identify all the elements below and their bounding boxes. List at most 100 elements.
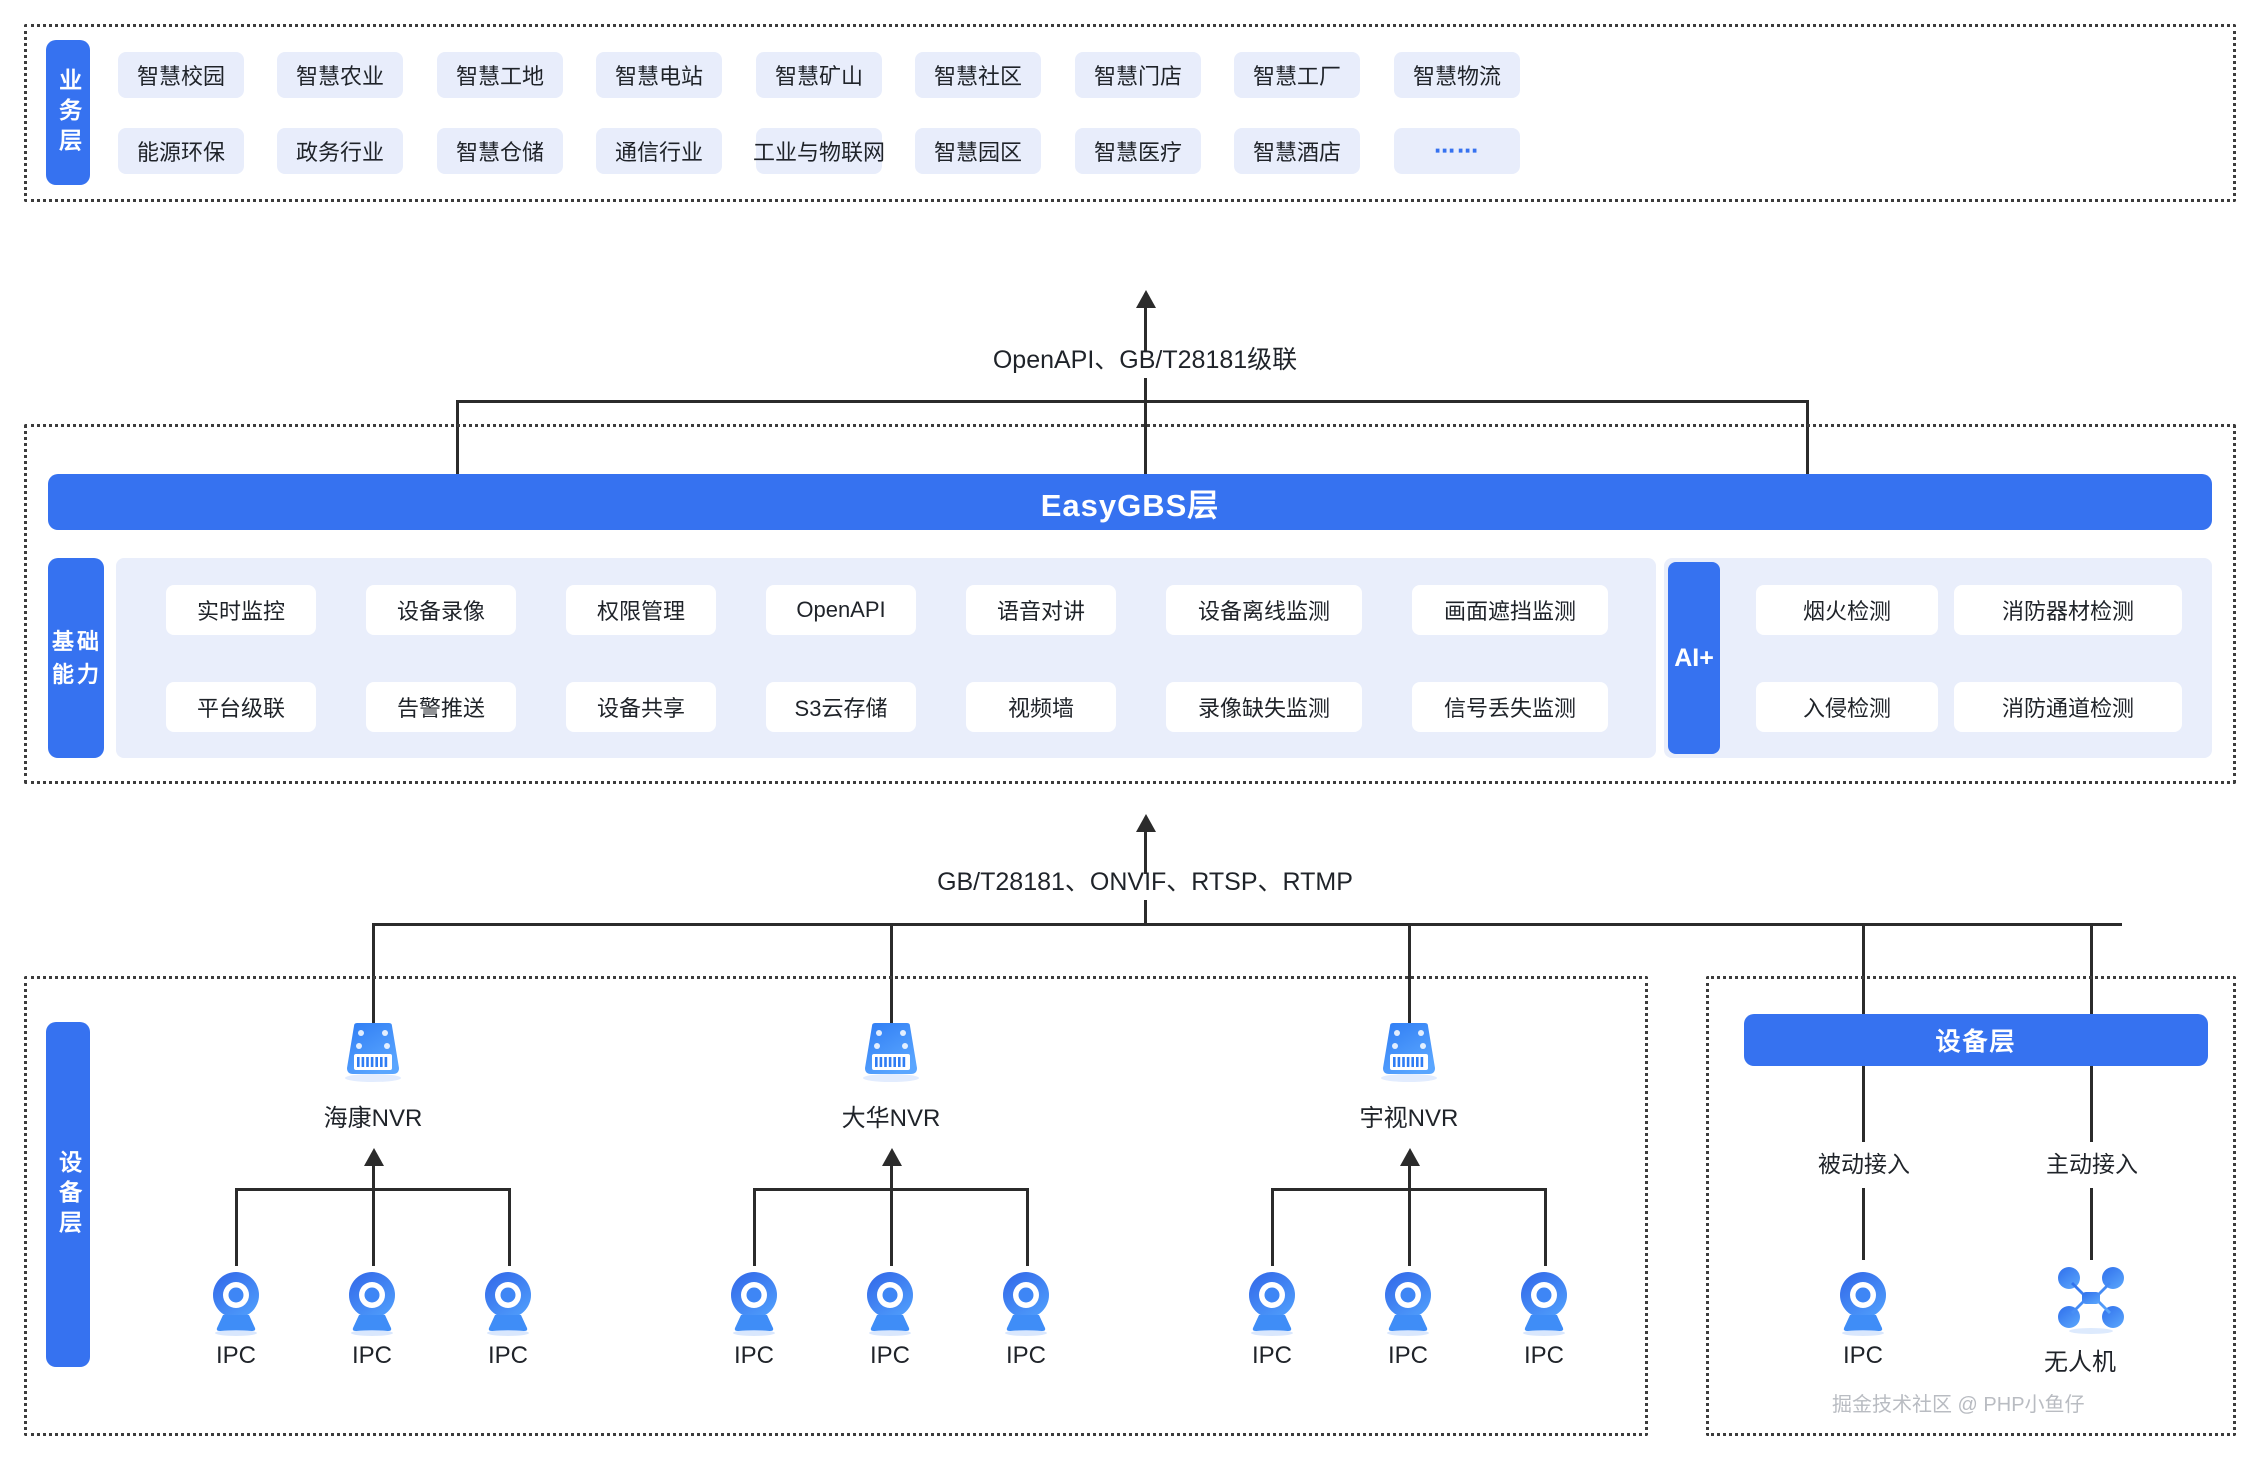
connector-line bbox=[753, 1188, 756, 1266]
nvr-icon bbox=[1364, 1020, 1454, 1095]
capability-chip[interactable]: 设备共享 bbox=[566, 682, 716, 732]
camera-icon bbox=[717, 1265, 791, 1344]
business-chip[interactable]: 智慧园区 bbox=[915, 128, 1041, 174]
capability-chip-label: 信号丢失监测 bbox=[1443, 696, 1576, 721]
connector-line bbox=[508, 1188, 511, 1266]
capability-chip[interactable]: 信号丢失监测 bbox=[1412, 682, 1608, 732]
capability-chip-label: 画面遮挡监测 bbox=[1443, 599, 1576, 624]
business-chip[interactable]: 通信行业 bbox=[596, 128, 722, 174]
capability-chip[interactable]: 平台级联 bbox=[166, 682, 316, 732]
capability-chip[interactable]: 设备离线监测 bbox=[1166, 585, 1362, 635]
watermark: 掘金技术社区 @ PHP小鱼仔 bbox=[1832, 1394, 2085, 1416]
business-chip[interactable]: 能源环保 bbox=[118, 128, 244, 174]
device-label: IPC bbox=[1005, 1342, 1046, 1369]
connector-bottom-label: GB/T28181、ONVIF、RTSP、RTMP bbox=[937, 868, 1353, 896]
ai-plus-bar[interactable]: AI+ bbox=[1668, 562, 1720, 754]
connector-line bbox=[1144, 900, 1147, 925]
nvr-icon bbox=[846, 1020, 936, 1095]
device-layer-right-bar[interactable]: 设备层 bbox=[1744, 1014, 2208, 1066]
access-mode-label: 主动接入 bbox=[2046, 1151, 2138, 1177]
camera-icon bbox=[199, 1265, 273, 1344]
connector-top-label: OpenAPI、GB/T28181级联 bbox=[992, 346, 1298, 374]
ai-capability-chip-label: 烟火检测 bbox=[1802, 599, 1891, 624]
connector-line bbox=[1144, 300, 1147, 352]
business-chip-label: 智慧校园 bbox=[136, 64, 225, 89]
business-chip[interactable]: 智慧医疗 bbox=[1075, 128, 1201, 174]
easygbs-layer-bar[interactable]: EasyGBS层 bbox=[48, 474, 2212, 530]
camera-icon bbox=[1371, 1265, 1445, 1344]
ai-capability-chip[interactable]: 消防通道检测 bbox=[1954, 682, 2182, 732]
business-chip-label: 智慧农业 bbox=[295, 64, 384, 89]
ai-capability-chip[interactable]: 消防器材检测 bbox=[1954, 585, 2182, 635]
business-chip[interactable]: 智慧电站 bbox=[596, 52, 722, 98]
connector-line bbox=[2090, 1066, 2093, 1142]
ai-capability-chip-label: 入侵检测 bbox=[1802, 696, 1891, 721]
business-chip-more[interactable]: ⋯⋯ bbox=[1394, 128, 1520, 174]
business-chip[interactable]: 智慧门店 bbox=[1075, 52, 1201, 98]
connector-line bbox=[1408, 923, 1411, 1023]
connector-line bbox=[1271, 1188, 1274, 1266]
device-label: IPC bbox=[1842, 1342, 1883, 1369]
business-chip[interactable]: 智慧矿山 bbox=[756, 52, 882, 98]
capability-chip-label: 平台级联 bbox=[196, 696, 285, 721]
capability-chip[interactable]: 画面遮挡监测 bbox=[1412, 585, 1608, 635]
camera-icon bbox=[853, 1265, 927, 1344]
nvr-label: 海康NVR bbox=[323, 1105, 423, 1132]
capability-chip-label: S3云存储 bbox=[794, 696, 888, 721]
business-chip[interactable]: 智慧农业 bbox=[277, 52, 403, 98]
ai-capability-chip[interactable]: 烟火检测 bbox=[1756, 585, 1938, 635]
camera-icon bbox=[1235, 1265, 1309, 1344]
business-chip-label: 通信行业 bbox=[614, 140, 703, 165]
business-chip-label: 智慧园区 bbox=[933, 140, 1022, 165]
connector-line bbox=[1408, 1164, 1411, 1190]
side-label-char: 础 bbox=[77, 629, 101, 654]
business-chip[interactable]: 智慧社区 bbox=[915, 52, 1041, 98]
capability-chip[interactable]: S3云存储 bbox=[766, 682, 916, 732]
business-chip-label: 智慧酒店 bbox=[1252, 140, 1341, 165]
business-chip[interactable]: 智慧酒店 bbox=[1234, 128, 1360, 174]
connector-line bbox=[372, 923, 375, 1023]
connector-line bbox=[2090, 1188, 2093, 1260]
device-label: IPC bbox=[733, 1342, 774, 1369]
connector-line bbox=[1862, 1066, 1865, 1142]
capability-chip[interactable]: 告警推送 bbox=[366, 682, 516, 732]
connector-line bbox=[1144, 400, 1147, 478]
business-chip[interactable]: 智慧物流 bbox=[1394, 52, 1520, 98]
connector-line bbox=[1144, 824, 1147, 874]
easygbs-layer-title: EasyGBS层 bbox=[1040, 487, 1220, 523]
connector-line bbox=[890, 1164, 893, 1190]
ai-capability-chip[interactable]: 入侵检测 bbox=[1756, 682, 1938, 732]
ai-capability-chip-label: 消防器材检测 bbox=[2001, 599, 2134, 624]
connector-line bbox=[1806, 400, 1809, 478]
drone-icon bbox=[2054, 1265, 2128, 1344]
business-chip[interactable]: 政务行业 bbox=[277, 128, 403, 174]
nvr-label: 大华NVR bbox=[841, 1105, 941, 1132]
arrow-up-icon bbox=[364, 1148, 384, 1166]
capability-chip[interactable]: 视频墙 bbox=[966, 682, 1116, 732]
business-chip-label: 智慧医疗 bbox=[1093, 140, 1182, 165]
connector-line bbox=[235, 1188, 238, 1266]
capability-chip[interactable]: 录像缺失监测 bbox=[1166, 682, 1362, 732]
capability-chip[interactable]: 设备录像 bbox=[366, 585, 516, 635]
business-layer-side-tab: 业务层 bbox=[46, 40, 90, 185]
capability-chip-label: 告警推送 bbox=[396, 696, 485, 721]
business-chip[interactable]: 工业与物联网 bbox=[753, 128, 885, 174]
arrow-up-icon bbox=[1400, 1148, 1420, 1166]
device-layer-side-tab: 设备层 bbox=[46, 1022, 90, 1367]
connector-line bbox=[1408, 1188, 1411, 1266]
device-label: IPC bbox=[1387, 1342, 1428, 1369]
device-label: IPC bbox=[869, 1342, 910, 1369]
business-chip[interactable]: 智慧校园 bbox=[118, 52, 244, 98]
capability-chip[interactable]: OpenAPI bbox=[766, 585, 916, 635]
connector-bracket bbox=[456, 400, 1809, 403]
connector-line bbox=[456, 400, 459, 478]
business-chip[interactable]: 智慧工厂 bbox=[1234, 52, 1360, 98]
capability-chip[interactable]: 权限管理 bbox=[566, 585, 716, 635]
business-chip[interactable]: 智慧工地 bbox=[437, 52, 563, 98]
capability-chip[interactable]: 实时监控 bbox=[166, 585, 316, 635]
camera-icon bbox=[989, 1265, 1063, 1344]
capability-chip[interactable]: 语音对讲 bbox=[966, 585, 1116, 635]
arrow-up-icon bbox=[1136, 290, 1156, 308]
business-chip[interactable]: 智慧仓储 bbox=[437, 128, 563, 174]
